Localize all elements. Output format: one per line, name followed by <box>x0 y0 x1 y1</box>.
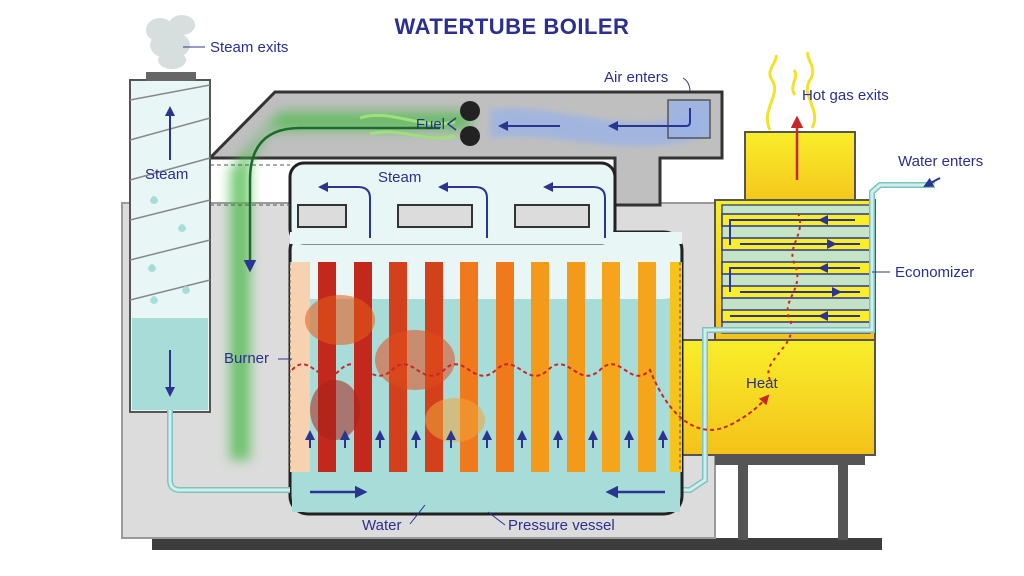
economizer-stand <box>715 455 865 540</box>
tube-up-arrows <box>305 430 668 448</box>
diagram-title: WATERTUBE BOILER <box>395 14 630 39</box>
economizer <box>721 204 871 381</box>
label-air-enters: Air enters <box>604 69 668 86</box>
fuel-nozzle-top <box>460 101 480 121</box>
burner-flame <box>230 112 470 460</box>
flame-pattern <box>305 295 485 442</box>
label-fuel: Fuel <box>416 116 445 133</box>
heat-path <box>291 363 770 431</box>
label-steam-exits: Steam exits <box>210 39 288 56</box>
label-water-enters: Water enters <box>898 153 983 170</box>
label-water: Water <box>362 517 401 534</box>
label-hot-gas-exits: Hot gas exits <box>802 87 889 104</box>
label-heat: Heat <box>746 375 779 392</box>
fuel-nozzle-bottom <box>460 126 480 146</box>
label-pressure-vessel: Pressure vessel <box>508 517 615 534</box>
label-steam-left: Steam <box>145 166 188 183</box>
steam-cloud <box>146 15 195 69</box>
floor-base <box>152 538 882 550</box>
label-steam-top: Steam <box>378 169 421 186</box>
water-enters-arrow <box>923 177 941 187</box>
steam-flow-arrows <box>318 182 606 238</box>
air-intake <box>490 99 711 147</box>
label-burner: Burner <box>224 350 269 367</box>
steam-column <box>129 72 211 413</box>
label-economizer: Economizer <box>895 264 974 281</box>
hot-gas-wisps <box>765 51 817 131</box>
